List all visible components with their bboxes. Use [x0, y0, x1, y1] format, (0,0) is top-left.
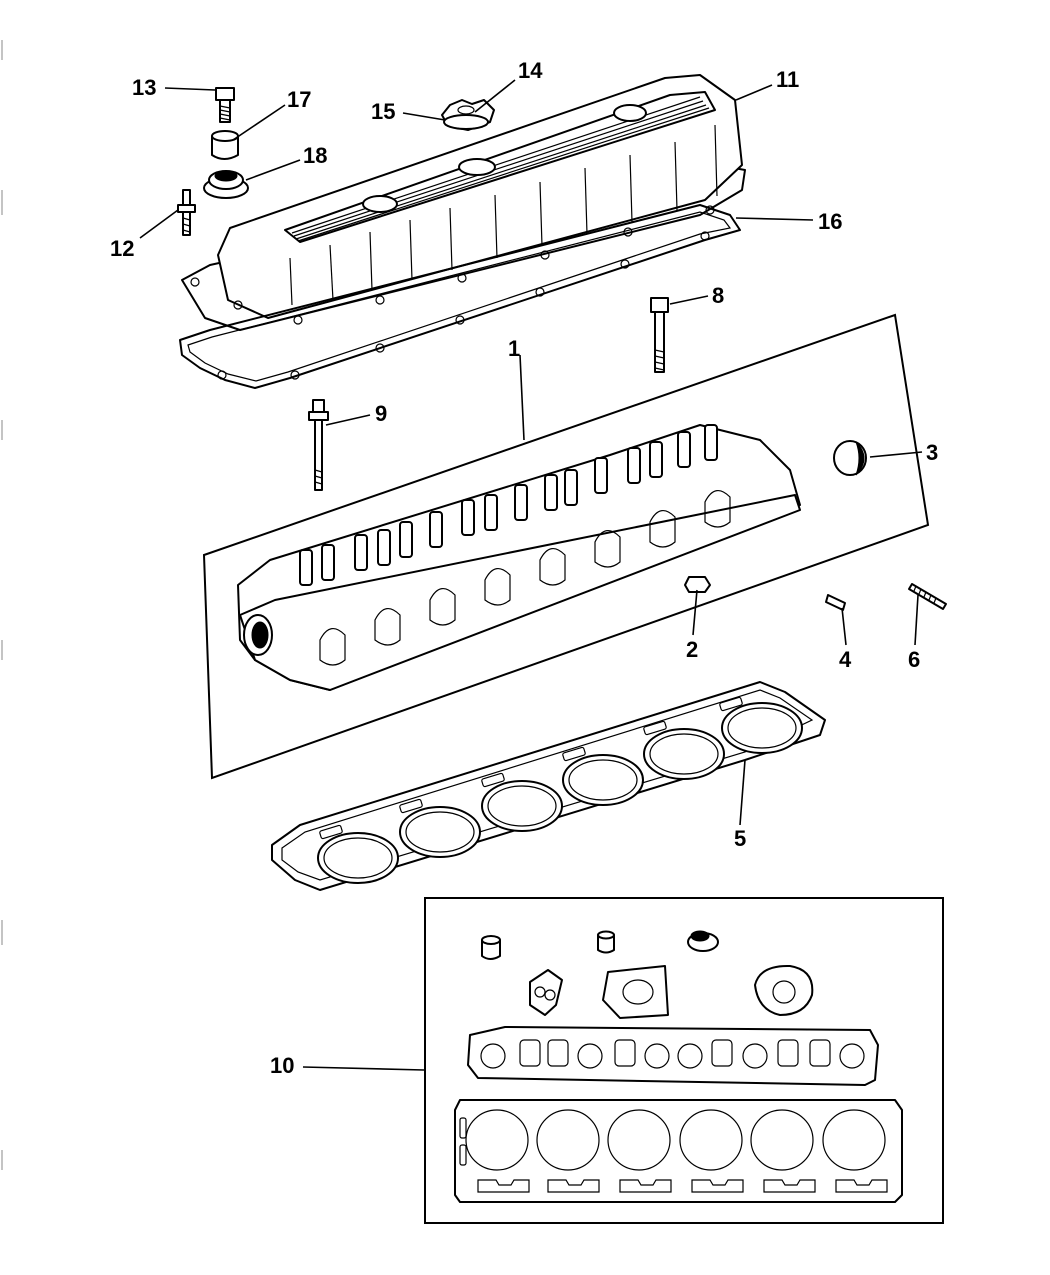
cylinder-head — [237, 424, 801, 691]
callout-3: 3 — [926, 440, 938, 465]
stud-6 — [908, 583, 947, 610]
callout-2: 2 — [686, 637, 698, 662]
callout-5: 5 — [734, 826, 746, 851]
bolt-8 — [650, 297, 669, 373]
callouts: 13 17 18 12 14 15 11 16 8 1 9 3 2 4 6 5 … — [110, 58, 938, 1078]
callout-13: 13 — [132, 75, 156, 100]
callout-10: 10 — [270, 1053, 294, 1078]
callout-4: 4 — [839, 647, 852, 672]
callout-6: 6 — [908, 647, 920, 672]
dowel-4 — [825, 594, 846, 611]
leader-lines — [139, 79, 923, 1071]
bolt-13 — [215, 87, 235, 123]
valve-cover — [181, 74, 746, 331]
callout-17: 17 — [287, 87, 311, 112]
gasket-kit-frame — [424, 897, 944, 1224]
head-gasket — [271, 681, 826, 891]
stud-9 — [308, 399, 329, 491]
callout-9: 9 — [375, 401, 387, 426]
callout-1: 1 — [508, 336, 520, 361]
gasket-kit-contents — [454, 930, 903, 1203]
callout-14: 14 — [518, 58, 543, 83]
cylinder-head-frame — [202, 313, 930, 780]
callout-16: 16 — [818, 209, 842, 234]
callout-8: 8 — [712, 283, 724, 308]
plug-2 — [684, 576, 711, 593]
callout-18: 18 — [303, 143, 327, 168]
plug-3 — [833, 440, 867, 476]
callout-15: 15 — [371, 99, 395, 124]
oil-filler-cap — [441, 99, 495, 131]
callout-11: 11 — [776, 67, 799, 92]
callout-12: 12 — [110, 236, 134, 261]
valve-cover-gasket — [179, 204, 741, 389]
spacer-17 — [211, 130, 239, 160]
stud-12 — [177, 189, 196, 236]
grommet-18 — [203, 170, 249, 199]
